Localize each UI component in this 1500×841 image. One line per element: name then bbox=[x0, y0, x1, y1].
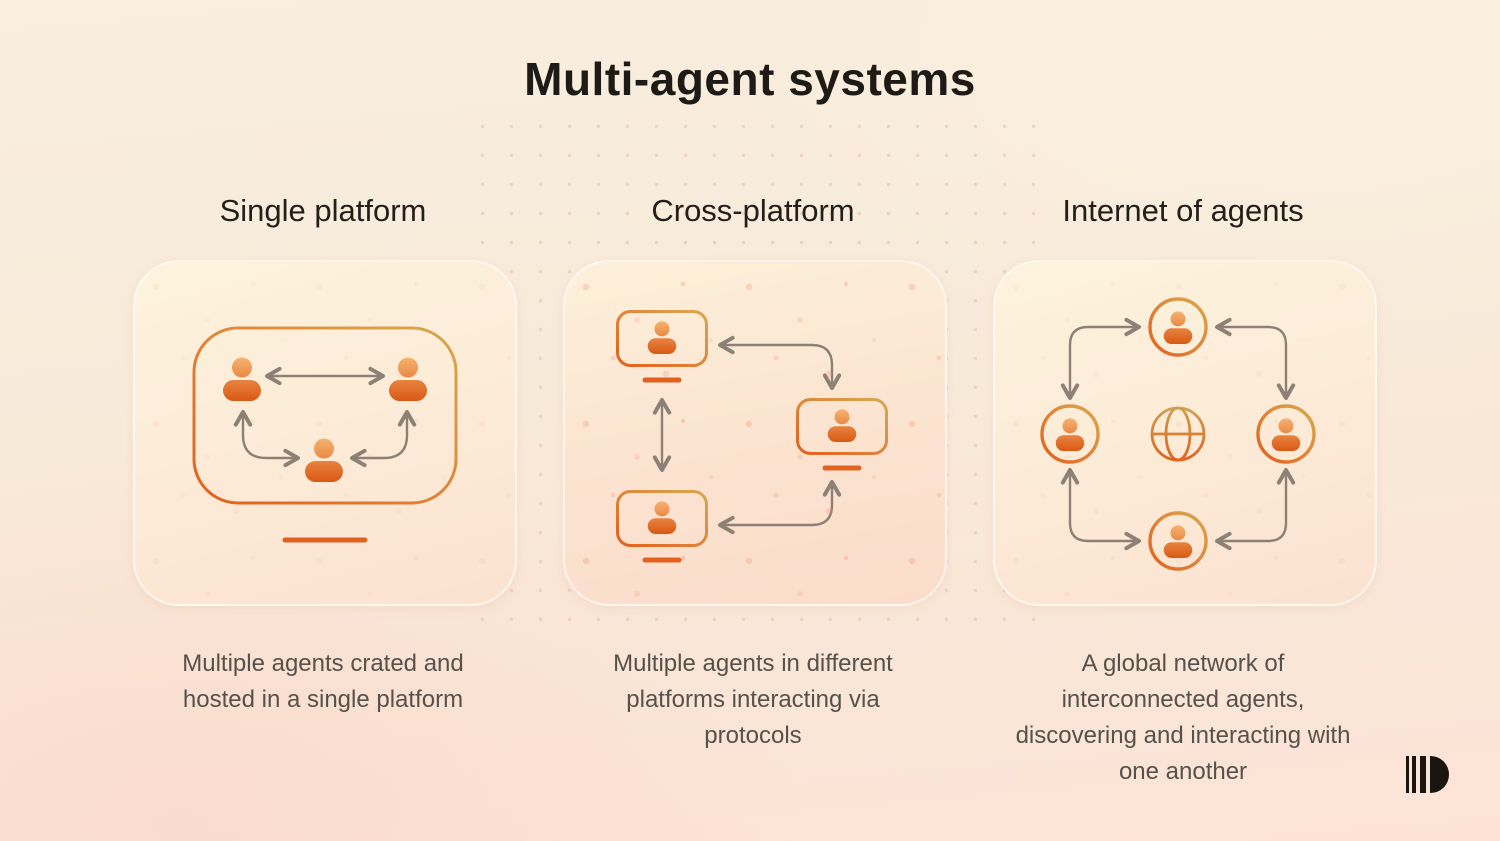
monitor-icon bbox=[192, 326, 458, 505]
person-icon bbox=[1163, 525, 1193, 558]
agent-ring bbox=[1148, 297, 1208, 357]
person-icon bbox=[223, 357, 261, 401]
cross-platform-card bbox=[563, 260, 947, 606]
monitor-icon bbox=[618, 492, 707, 561]
logo-half-disk bbox=[1429, 756, 1449, 793]
logo-bar bbox=[1412, 756, 1416, 793]
monitor-icon bbox=[618, 312, 707, 381]
single-platform-card bbox=[133, 260, 517, 606]
agent-ring bbox=[1256, 404, 1316, 464]
person-icon bbox=[1271, 418, 1301, 451]
double-arrow-icon bbox=[718, 480, 842, 535]
single-platform-description: Multiple agents crated and hosted in a s… bbox=[182, 650, 464, 713]
double-arrow-icon bbox=[1215, 317, 1296, 400]
brand-logo-icon bbox=[1406, 756, 1449, 793]
internet-of-agents-description: A global network of interconnected agent… bbox=[1015, 650, 1351, 785]
double-arrow-icon bbox=[1060, 317, 1141, 400]
double-arrow-icon bbox=[233, 410, 300, 468]
internet-of-agents-card bbox=[993, 260, 1377, 606]
page-title: Multi-agent systems bbox=[524, 53, 976, 105]
globe-icon bbox=[1150, 406, 1206, 462]
double-arrow-icon bbox=[718, 335, 842, 390]
person-icon bbox=[1055, 418, 1085, 451]
person-icon bbox=[1163, 311, 1193, 344]
monitor-icon bbox=[798, 400, 887, 469]
internet-of-agents-diagram bbox=[1040, 297, 1316, 571]
double-arrow-icon bbox=[1060, 468, 1141, 551]
logo-bar bbox=[1419, 756, 1426, 793]
agent-ring bbox=[1148, 511, 1208, 571]
panel-heading-single-platform: Single platform bbox=[219, 193, 427, 228]
panel-heading-internet-of-agents: Internet of agents bbox=[1062, 193, 1304, 228]
double-arrow-icon bbox=[1215, 468, 1296, 551]
agent-ring bbox=[1040, 404, 1100, 464]
cross-platform-description: Multiple agents in different platforms i… bbox=[613, 650, 893, 749]
person-icon bbox=[305, 438, 343, 482]
person-icon bbox=[389, 357, 427, 401]
cross-platform-diagram bbox=[565, 262, 945, 604]
single-platform-diagram bbox=[192, 326, 458, 543]
panel-heading-cross-platform: Cross-platform bbox=[651, 193, 855, 228]
double-arrow-icon bbox=[350, 410, 417, 468]
logo-bar bbox=[1406, 756, 1409, 793]
